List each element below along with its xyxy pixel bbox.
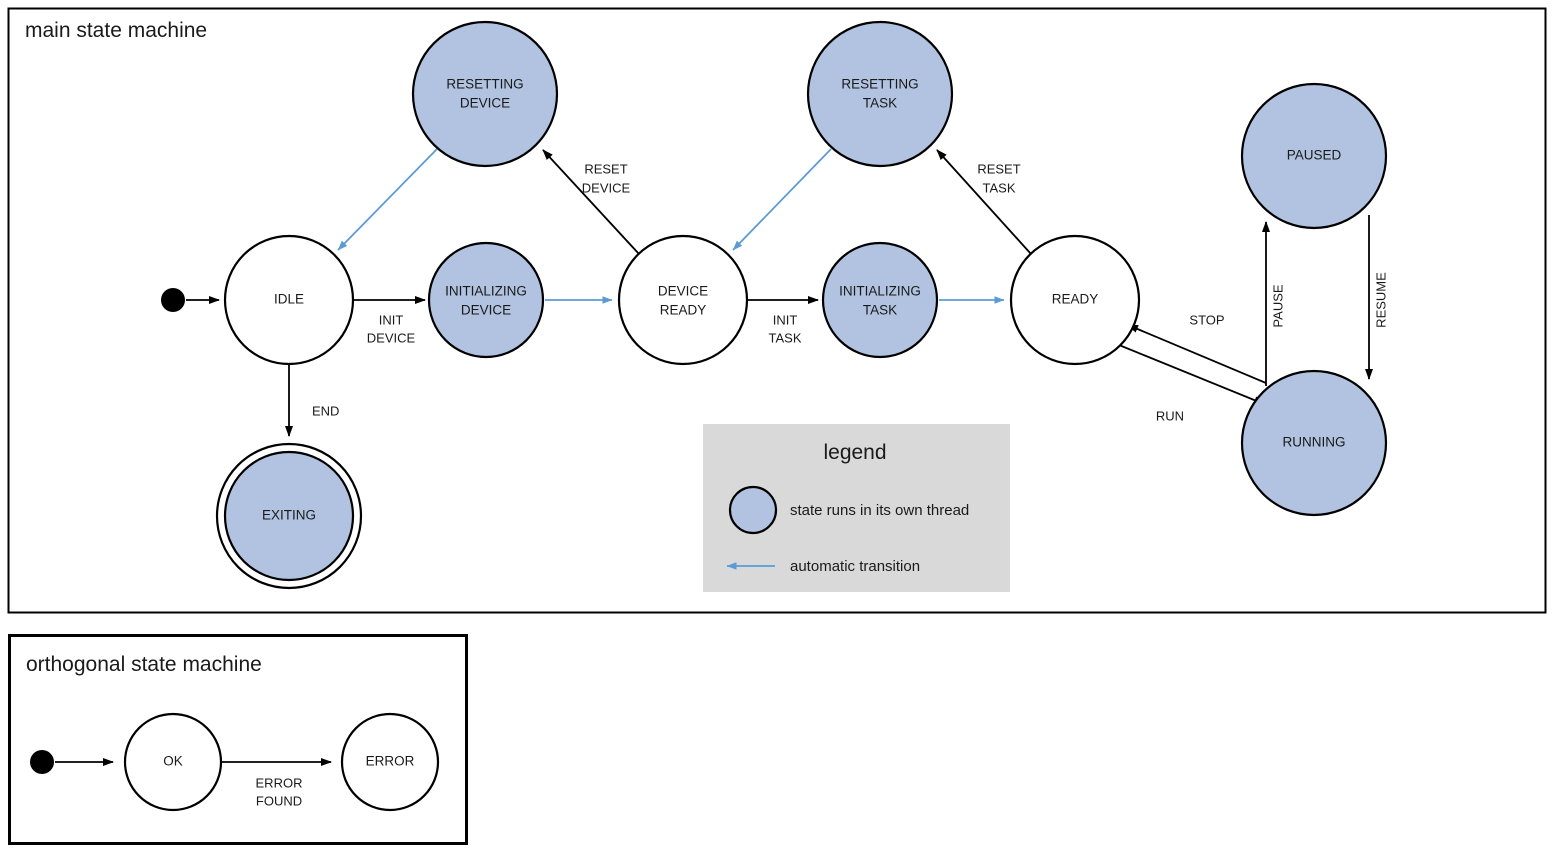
state-paused-circle[interactable] [1240, 82, 1388, 230]
transition-label-error-found-line1: ERROR [256, 775, 303, 790]
state-idle-circle[interactable] [223, 234, 355, 366]
state-initializing-device[interactable]: INITIALIZING DEVICE [427, 241, 545, 359]
transition-label-stop: STOP [1189, 312, 1224, 327]
legend-item-label-automatic-transition: automatic transition [790, 558, 920, 575]
state-idle-label: IDLE [274, 292, 304, 307]
state-resetting-task-label-line1: RESETTING [841, 77, 918, 92]
legend-thread-state-swatch [728, 485, 778, 535]
state-resetting-task[interactable]: RESETTING TASK [806, 20, 954, 168]
state-device-ready-circle[interactable] [617, 234, 749, 366]
transition-label-error-found-line2: FOUND [256, 793, 302, 808]
main-states: IDLE RESETTING DEVICE INITIALIZING DEVIC… [161, 20, 1388, 590]
state-ok-label: OK [163, 754, 183, 769]
transition-label-init-task-line1: INIT [773, 312, 798, 327]
state-device-ready[interactable]: DEVICE READY [617, 234, 749, 366]
transition-label-init-device-line2: DEVICE [367, 330, 416, 345]
transition-ready-to-running [1118, 344, 1265, 405]
state-running-circle[interactable] [1240, 369, 1388, 517]
main-frame-border [7, 7, 1547, 614]
transition-label-reset-task-line1: RESET [977, 161, 1020, 176]
state-exiting-label: EXITING [262, 508, 316, 523]
transition-label-resume: RESUME [1373, 272, 1388, 328]
state-resetting-task-label-line2: TASK [863, 96, 897, 111]
transition-label-reset-device-line2: DEVICE [582, 180, 631, 195]
state-initializing-device-circle[interactable] [427, 241, 545, 359]
state-idle[interactable]: IDLE [223, 234, 355, 366]
state-running-label: RUNNING [1283, 435, 1346, 450]
state-error[interactable]: ERROR [340, 712, 440, 812]
transition-label-pause: PAUSE [1270, 284, 1285, 327]
orthogonal-frame-title: orthogonal state machine [26, 653, 262, 676]
state-resetting-device-label-line1: RESETTING [446, 77, 523, 92]
state-ready[interactable]: READY [1009, 234, 1141, 366]
transition-resetting-task-to-device-ready [732, 148, 832, 251]
main-transitions: INIT DEVICE RESET DEVICE INIT TASK RESET… [186, 148, 1388, 437]
main-frame-title: main state machine [25, 19, 207, 42]
transition-label-run: RUN [1156, 408, 1184, 423]
state-exiting-circle[interactable] [223, 450, 355, 582]
transition-resetting-device-to-idle [337, 148, 438, 251]
state-ready-label: READY [1052, 292, 1099, 307]
state-resetting-task-circle[interactable] [806, 20, 954, 168]
initial-state-marker-orthogonal [30, 750, 54, 774]
state-resetting-device[interactable]: RESETTING DEVICE [411, 20, 559, 168]
legend: legend state runs in its own thread auto… [703, 424, 1010, 592]
state-initializing-device-label-line1: INITIALIZING [445, 284, 527, 299]
legend-item-label-thread-state: state runs in its own thread [790, 502, 969, 519]
state-ok[interactable]: OK [123, 712, 223, 812]
state-error-circle[interactable] [340, 712, 440, 812]
state-error-label: ERROR [366, 754, 415, 769]
transition-label-reset-task-line2: TASK [983, 180, 1016, 195]
transition-ready-to-resetting-task [936, 149, 1032, 255]
initial-state-marker-main [161, 288, 185, 312]
state-initializing-task-label-line2: TASK [863, 303, 897, 318]
state-device-ready-label-line1: DEVICE [658, 284, 708, 299]
state-resetting-device-label-line2: DEVICE [460, 96, 510, 111]
state-initializing-task-label-line1: INITIALIZING [839, 284, 921, 299]
state-initializing-task[interactable]: INITIALIZING TASK [821, 241, 939, 359]
transition-running-to-ready [1127, 324, 1267, 384]
state-paused-label: PAUSED [1287, 148, 1342, 163]
state-device-ready-label-line2: READY [660, 303, 707, 318]
transition-label-reset-device-line1: RESET [584, 161, 627, 176]
state-paused[interactable]: PAUSED [1240, 82, 1388, 230]
state-exiting[interactable]: EXITING [215, 442, 363, 590]
state-initializing-device-label-line2: DEVICE [461, 303, 511, 318]
state-running[interactable]: RUNNING [1240, 369, 1388, 517]
state-initializing-task-circle[interactable] [821, 241, 939, 359]
state-ok-circle[interactable] [123, 712, 223, 812]
transition-label-init-device-line1: INIT [379, 312, 404, 327]
transition-device-ready-to-resetting-device [542, 149, 640, 255]
orthogonal-state-machine-frame: orthogonal state machine ERROR FOUND OK … [8, 634, 468, 845]
main-state-machine-frame: main state machine [7, 7, 1547, 614]
transition-label-end: END [312, 403, 339, 418]
orthogonal-frame-border [8, 634, 468, 845]
transition-label-init-task-line2: TASK [769, 330, 802, 345]
state-resetting-device-circle[interactable] [411, 20, 559, 168]
state-ready-circle[interactable] [1009, 234, 1141, 366]
legend-title: legend [823, 441, 886, 464]
